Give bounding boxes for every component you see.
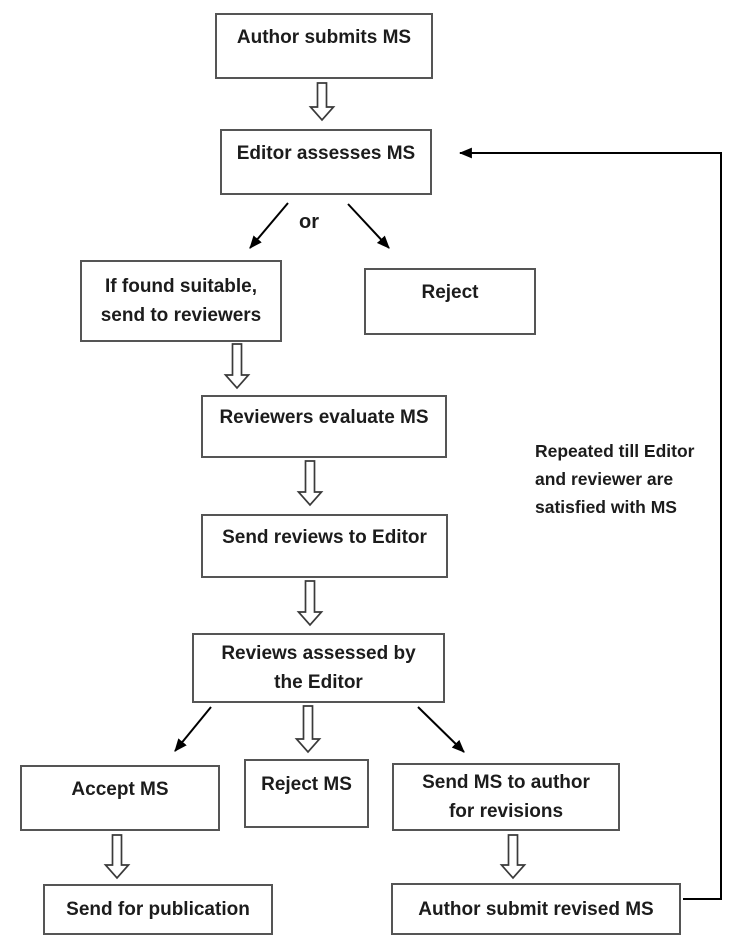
block-arrow-sendreviews-to-assessed <box>296 580 324 627</box>
node-author-submits: Author submits MS <box>215 13 433 79</box>
loop-note: Repeated till Editor and reviewer are sa… <box>535 441 695 517</box>
node-send-publication: Send for publication <box>43 884 273 935</box>
block-arrow-assessed-to-rejectms <box>294 705 322 754</box>
block-arrow-accept-to-publication <box>103 834 131 880</box>
node-reject-ms: Reject MS <box>244 759 369 828</box>
or-label: or <box>299 211 319 233</box>
arrow-editor-to-suitable <box>249 202 289 249</box>
arrow-assessed-to-sendauthor <box>417 706 465 753</box>
node-reviewers-evaluate: Reviewers evaluate MS <box>201 395 447 458</box>
node-author-revised: Author submit revised MS <box>391 883 681 935</box>
block-arrow-suitable-to-reviewers <box>223 343 251 390</box>
node-accept-ms: Accept MS <box>20 765 220 831</box>
block-arrow-author-to-editor <box>308 82 336 122</box>
node-send-reviews: Send reviews to Editor <box>201 514 448 578</box>
block-arrow-sendauthor-to-revised <box>499 834 527 880</box>
arrow-loop-revised-to-editor <box>458 147 722 900</box>
arrow-editor-to-reject <box>347 203 390 249</box>
node-reviews-assessed: Reviews assessed by the Editor <box>192 633 445 703</box>
block-arrow-reviewers-to-sendreviews <box>296 460 324 507</box>
node-send-to-author: Send MS to author for revisions <box>392 763 620 831</box>
node-reject: Reject <box>364 268 536 335</box>
node-editor-assesses: Editor assesses MS <box>220 129 432 195</box>
arrow-assessed-to-accept <box>174 706 212 752</box>
node-if-suitable: If found suitable, send to reviewers <box>80 260 282 342</box>
